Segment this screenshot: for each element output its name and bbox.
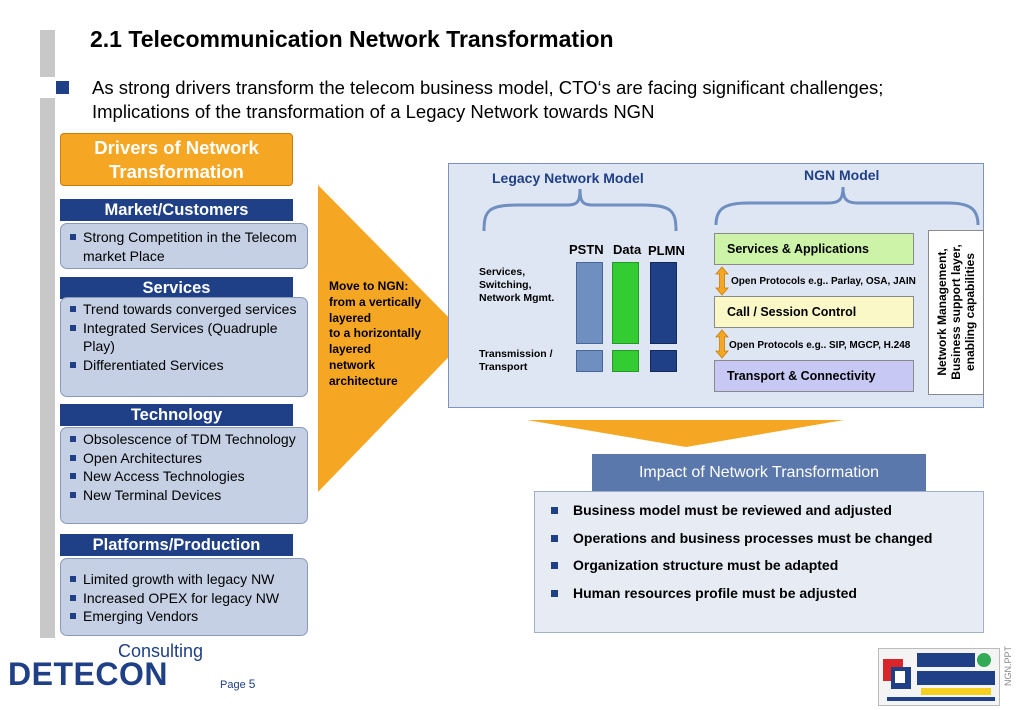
category-body-technology: Obsolescence of TDM Technology Open Arch… [60, 427, 308, 524]
protocol-arrows [715, 266, 729, 359]
legacy-column-label: PLMN [648, 243, 685, 258]
legacy-brace-icon [482, 188, 678, 232]
list-item: Strong Competition in the Telecom market… [69, 228, 301, 265]
company-logo: DETECON [8, 656, 168, 692]
ngn-side-layer-label: Network Management, Business support lay… [928, 230, 984, 395]
list-item: Obsolescence of TDM Technology [69, 430, 301, 449]
category-header-platforms: Platforms/Production [60, 534, 293, 556]
category-body-platforms: Limited growth with legacy NW Increased … [60, 558, 308, 636]
list-item: Business model must be reviewed and adju… [551, 501, 973, 521]
drivers-title-line: Transformation [109, 160, 244, 182]
protocol-label: Open Protocols e.g.. Parlay, OSA, JAIN [731, 276, 916, 287]
legacy-row-label-line: Transport [479, 361, 528, 373]
ngn-side-layer-box [928, 230, 984, 395]
plmn-services-block [650, 262, 677, 344]
impact-arrow [527, 420, 844, 447]
page-subtitle: As strong drivers transform the telecom … [92, 77, 884, 122]
ngn-model-title: NGN Model [804, 167, 880, 183]
left-accent-bar [40, 98, 55, 638]
left-accent-bar [40, 30, 55, 77]
data-services-block [612, 262, 639, 344]
arrow-caption-line: Move to NGN: [329, 279, 409, 293]
impact-title: Impact of Network Transformation [592, 454, 926, 491]
legacy-column-label: Data [613, 242, 642, 257]
page-value: 5 [248, 677, 256, 691]
list-item: Differentiated Services [69, 356, 301, 375]
legacy-column-label: PSTN [569, 242, 604, 257]
ngn-brace-icon [714, 186, 980, 226]
ngn-layer-services: Services & Applications [714, 233, 914, 265]
side-label-line: Network Management, [935, 248, 949, 376]
list-item: Increased OPEX for legacy NW [69, 589, 301, 608]
arrow-caption: Move to NGN: from a vertically layered t… [329, 279, 439, 390]
page-number: Page 5 [220, 677, 255, 691]
legacy-row-label-line: Network Mgmt. [479, 292, 555, 304]
list-item: Emerging Vendors [69, 607, 301, 626]
transform-arrow [318, 185, 468, 492]
partners-logo [878, 648, 1000, 706]
list-item: Human resources profile must be adjusted [551, 584, 973, 604]
list-item: Trend towards converged services [69, 300, 301, 319]
drivers-title-line: Drivers of Network [94, 136, 259, 158]
drivers-title-box: Drivers of Network Transformation [60, 133, 293, 186]
side-label-line: enabling capabilities [963, 252, 977, 372]
list-item: New Access Technologies [69, 467, 301, 486]
category-body-market: Strong Competition in the Telecom market… [60, 223, 308, 269]
arrow-caption-line: layered [329, 310, 372, 325]
bullet-square-icon [56, 81, 69, 94]
double-arrow-icon [715, 329, 729, 359]
braces-layer [482, 186, 980, 232]
logo-subtitle: Consulting [118, 641, 204, 661]
legacy-row-label: Services, Switching, Network Mgmt. [479, 266, 554, 305]
list-item: Operations and business processes must b… [551, 529, 973, 549]
plmn-transport-block [650, 350, 677, 372]
list-item: Organization structure must be adapted [551, 556, 973, 576]
legacy-row-label-line: Transmission / [479, 348, 553, 360]
ngn-layer-transport: Transport & Connectivity [714, 360, 914, 392]
page-label: Page [220, 679, 246, 691]
list-item: Integrated Services (Quadruple Play) [69, 319, 301, 356]
arrow-caption-line: from a vertically [329, 294, 422, 309]
pstn-services-block [576, 262, 603, 344]
impact-list-box: Business model must be reviewed and adju… [534, 491, 984, 633]
page-title: 2.1 Telecommunication Network Transforma… [90, 26, 614, 52]
category-header-services: Services [60, 277, 293, 299]
legacy-row-label: Transmission / Transport [479, 348, 553, 374]
legacy-row-label-line: Switching, [479, 279, 532, 291]
partners-logo-graphic [883, 653, 995, 701]
arrow-caption-line: layered [329, 342, 372, 357]
list-item: Open Architectures [69, 449, 301, 468]
category-header-market: Market/Customers [60, 199, 293, 221]
category-header-technology: Technology [60, 404, 293, 426]
pstn-transport-block [576, 350, 603, 372]
side-label-line: Business support layer, [949, 244, 963, 380]
list-item: New Terminal Devices [69, 486, 301, 505]
file-tag: NGN.PPT [1003, 645, 1013, 686]
data-transport-block [612, 350, 639, 372]
double-arrow-icon [715, 266, 729, 296]
arrow-caption-line: network [329, 357, 376, 372]
arrow-caption-line: architecture [329, 373, 398, 388]
legacy-model-title: Legacy Network Model [492, 170, 644, 186]
protocol-label: Open Protocols e.g.. SIP, MGCP, H.248 [729, 340, 911, 351]
category-body-services: Trend towards converged services Integra… [60, 297, 308, 397]
list-item: Limited growth with legacy NW [69, 570, 301, 589]
ngn-layer-call-control: Call / Session Control [714, 296, 914, 328]
arrow-caption-line: to a horizontally [329, 326, 422, 341]
legacy-row-label-line: Services, [479, 266, 526, 278]
